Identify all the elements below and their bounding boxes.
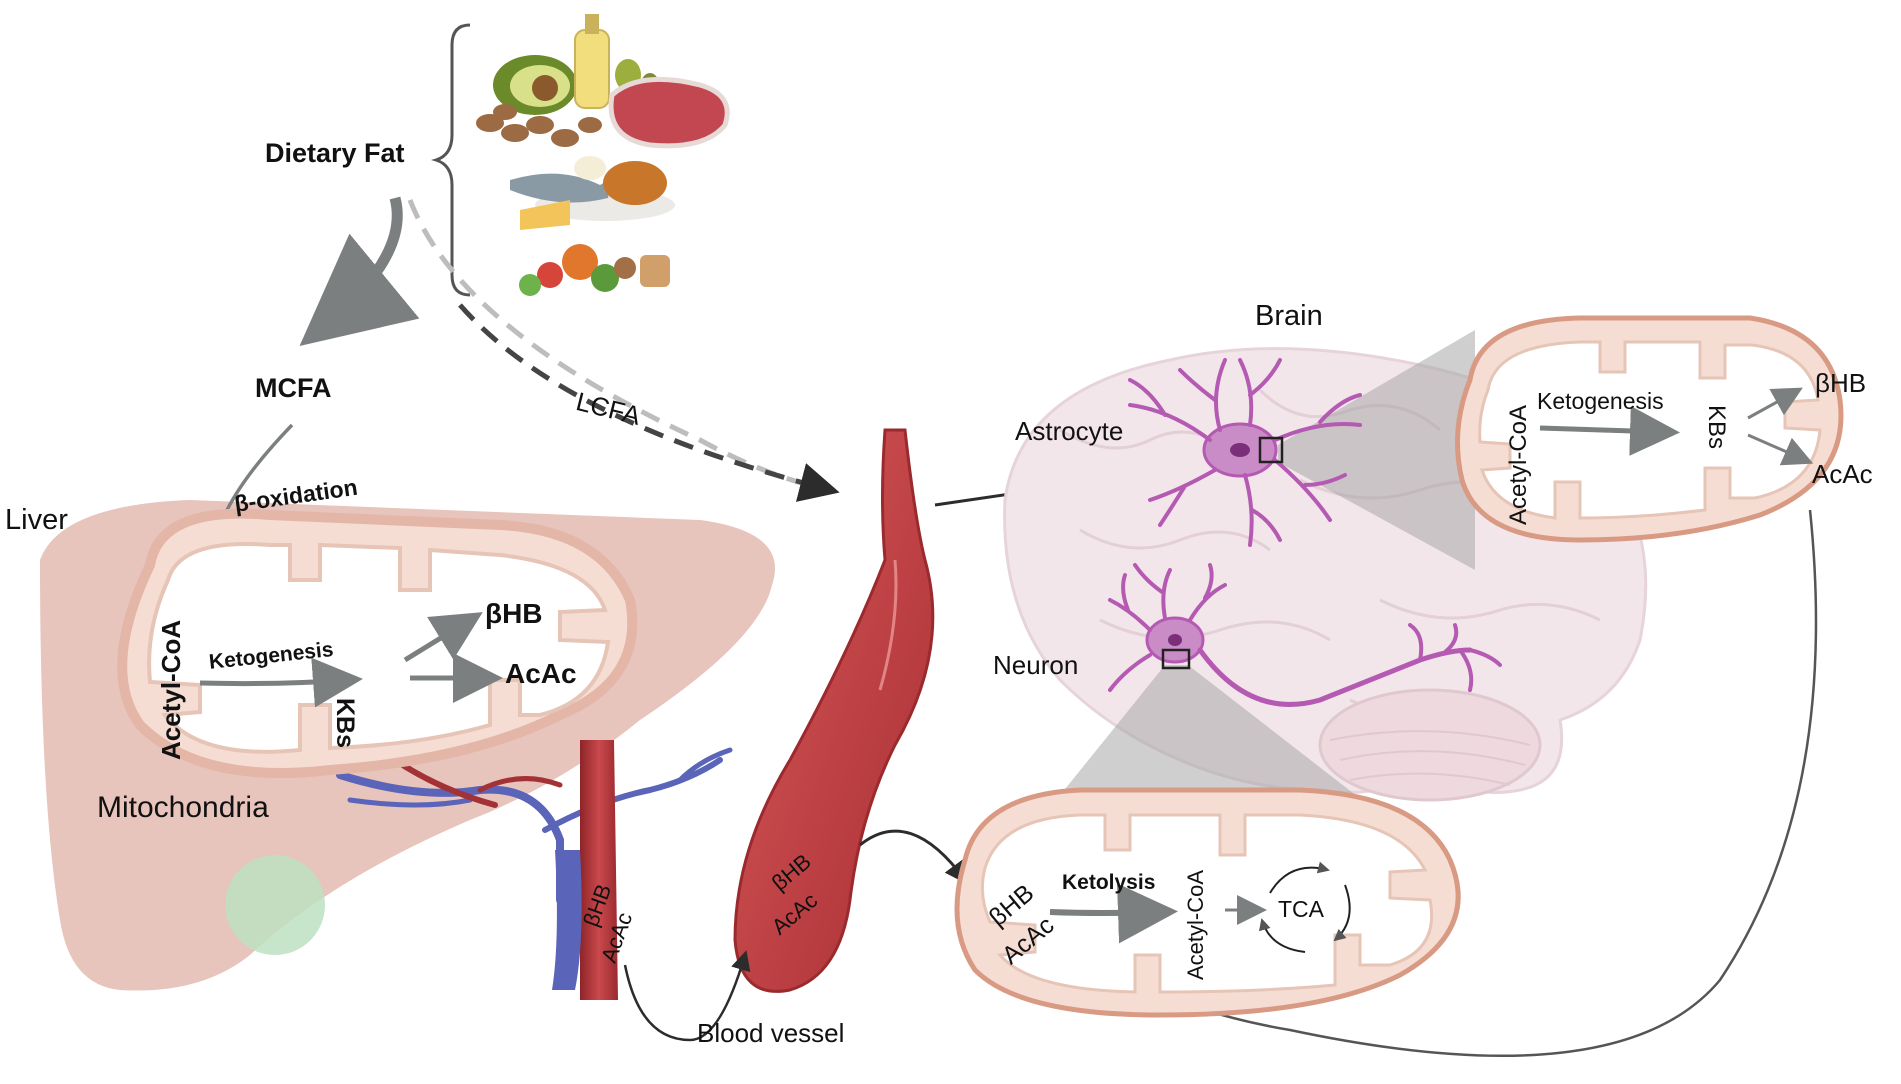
portal-vein	[552, 850, 582, 990]
lcfa-dashed-arrow	[458, 303, 840, 502]
tca-label: TCA	[1278, 896, 1324, 922]
neuron-acetyl-coa-label: Acetyl-CoA	[1183, 869, 1208, 980]
liver-acetyl-coa-label: Acetyl-CoA	[156, 619, 186, 760]
astro-acac-label: AcAc	[1812, 459, 1873, 489]
liver-ketogenesis-arrow	[199, 657, 363, 708]
astro-kbs-to-bhb-arrow	[1747, 387, 1803, 420]
astrocyte-label: Astrocyte	[1015, 416, 1124, 446]
chicken-icon	[603, 161, 667, 205]
mitochondria-label: Mitochondria	[97, 791, 269, 824]
brain-label: Brain	[1255, 300, 1323, 332]
vessel-to-neuron-arrow	[859, 829, 969, 885]
hepatic-vein-trunk	[580, 740, 618, 1000]
dietary-fat-to-mcfa-arrow	[299, 196, 420, 346]
ketolysis-label: Ketolysis	[1062, 871, 1156, 894]
astro-kbs-to-acac-arrow	[1747, 433, 1814, 466]
liver-kbs-to-bhb-arrow	[403, 612, 483, 663]
ketolysis-arrow	[1049, 883, 1178, 944]
fish-icon	[510, 173, 612, 203]
cheese-icon	[520, 200, 570, 230]
steak-icon	[608, 76, 730, 149]
astrocyte-cell	[1128, 358, 1362, 547]
astro-ketogenesis-label: Ketogenesis	[1537, 388, 1664, 414]
liver-mitochondrion	[117, 508, 638, 778]
food-illustration	[430, 14, 730, 297]
neuron-mitochondrion	[954, 787, 1461, 1018]
astro-acetyl-coa-label: Acetyl-CoA	[1505, 404, 1532, 525]
blood-vessel-label: Blood vessel	[697, 1018, 845, 1048]
liver-acac-label: AcAc	[505, 658, 577, 689]
astro-ketogenesis-arrow	[1539, 405, 1680, 456]
mcfa-label: MCFA	[255, 373, 332, 403]
brace	[430, 23, 471, 297]
blood-vessel	[733, 428, 935, 993]
liver-bhb-label: βHB	[485, 598, 543, 629]
liver-kbs-label: KBs	[331, 698, 359, 749]
almonds-icon	[476, 104, 602, 147]
liver-label: Liver	[5, 504, 68, 536]
gallbladder	[225, 855, 325, 955]
astrocyte-zoom-wedge	[1278, 330, 1475, 570]
astro-bhb-label: βHB	[1815, 368, 1867, 398]
neuron-label: Neuron	[993, 650, 1079, 680]
portal-to-vessel-arrow	[623, 950, 751, 1042]
neuron-cell	[1108, 563, 1502, 707]
dietary-fat-label: Dietary Fat	[265, 138, 405, 168]
oil-bottle-icon	[574, 29, 610, 109]
astro-kbs-label: KBs	[1703, 405, 1730, 450]
lcfa-dashed-arrow-start	[407, 199, 831, 493]
tca-cycle-icon	[1258, 861, 1351, 953]
vegetables-icon	[519, 244, 670, 296]
